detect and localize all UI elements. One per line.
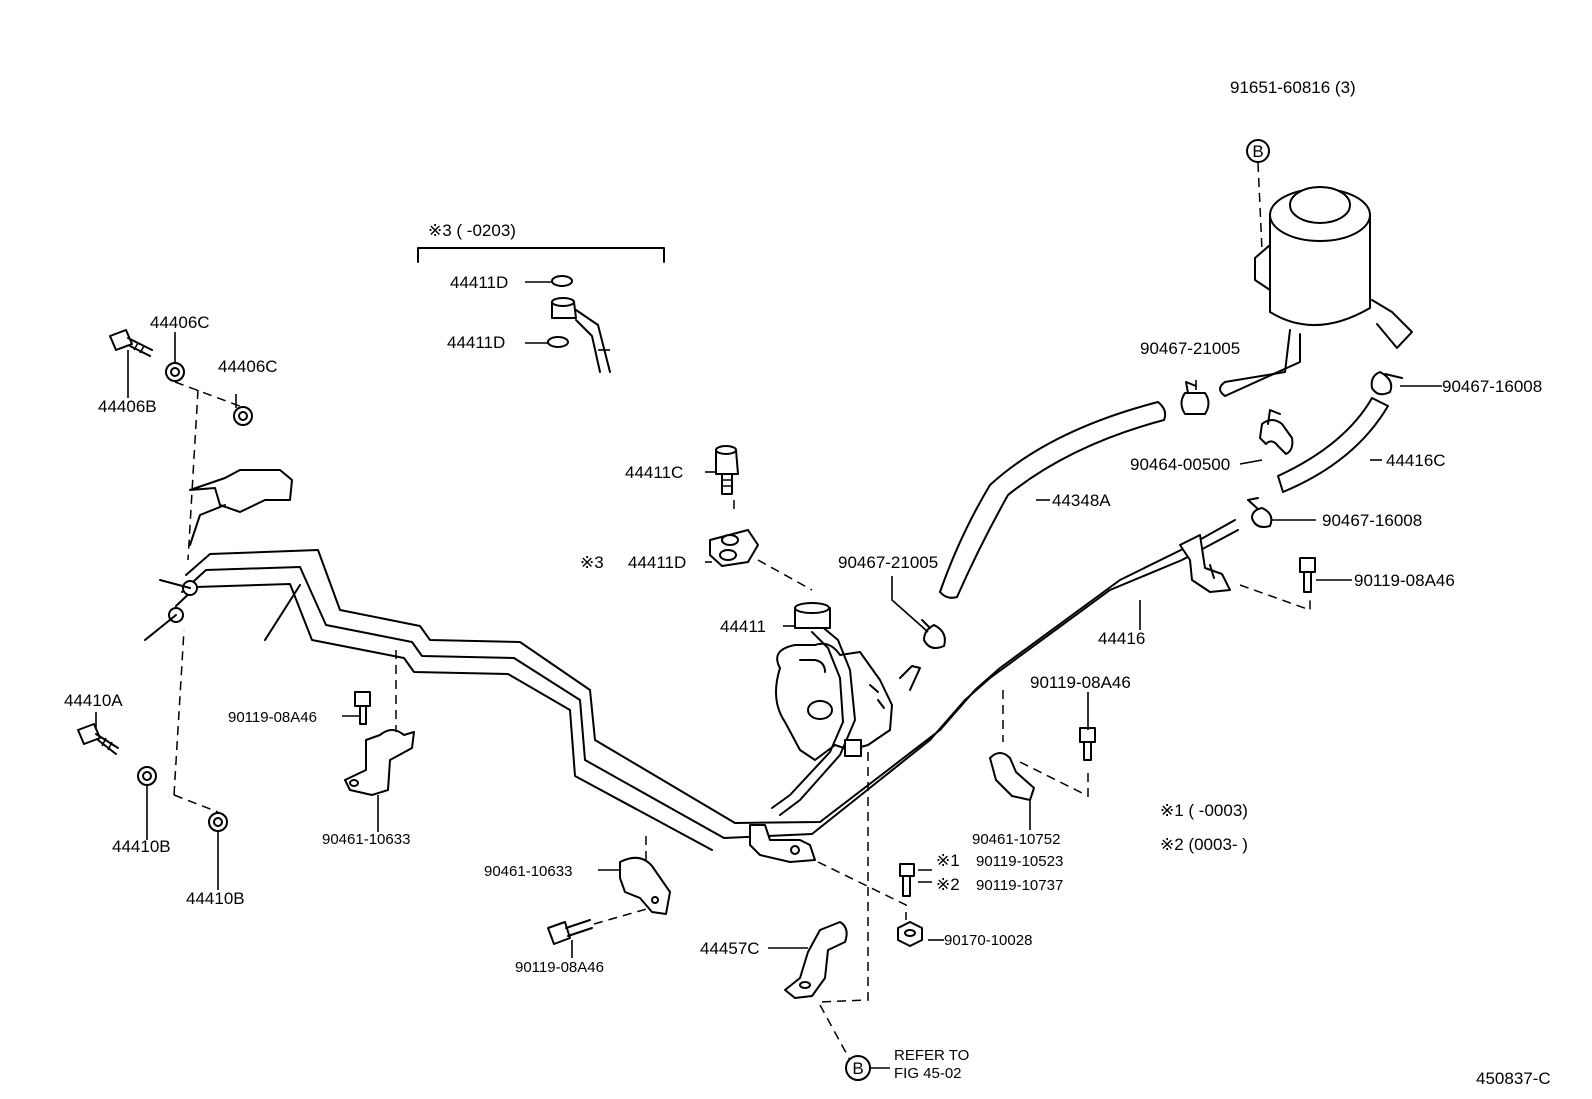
label-44411c: 44411C (625, 463, 683, 482)
label-90461-10752: 90461-10752 (972, 831, 1060, 848)
bolt-90119-08a46-right (1079, 727, 1096, 761)
label-90464-00500: 90464-00500 (1130, 455, 1230, 474)
label-44410b-2: 44410B (186, 889, 245, 908)
marker-b-bottom: B (852, 1059, 863, 1078)
clamp-90467-21005-low (921, 619, 946, 649)
label-90461-10633-left: 90461-10633 (322, 831, 410, 848)
leader-lines (95, 281, 1442, 1069)
note-2: ※2 (0003- ) (1160, 835, 1248, 854)
bolt-44410a (77, 723, 119, 755)
label-90467-16008-top: 90467-16008 (1442, 377, 1542, 396)
marker-1: ※1 (936, 851, 960, 870)
label-44457c: 44457C (700, 939, 760, 958)
label-44410a: 44410A (64, 691, 123, 710)
nut-90170-10028 (897, 921, 923, 947)
clamp-90467-16008-mid (1247, 497, 1273, 528)
pipe-fittings-left (144, 469, 301, 641)
label-90119-08a46-left: 90119-08A46 (228, 709, 317, 726)
label-90119-08a46-upper-right: 90119-08A46 (1354, 571, 1455, 590)
union-bolt-44411c (715, 445, 739, 495)
reservoir-tank (1219, 139, 1413, 397)
marker-b-top: B (1252, 142, 1263, 161)
label-44406b: 44406B (98, 397, 157, 416)
label-90467-21005-low: 90467-21005 (838, 553, 938, 572)
label-90467-21005-top: 90467-21005 (1140, 339, 1240, 358)
label-44406c-1: 44406C (150, 313, 210, 332)
label-90119-08a46-right: 90119-08A46 (1030, 673, 1131, 692)
bolt-90119-08a46-left (354, 691, 371, 725)
label-91651-60816: 91651-60816 (3) (1230, 78, 1356, 97)
label-44416: 44416 (1098, 629, 1145, 648)
hose-44348a (939, 401, 1167, 599)
clamp-90467-16008-top (1370, 371, 1403, 396)
label-44411d-main: 44411D (628, 553, 686, 572)
gasket-44411d-main (709, 529, 759, 567)
clamp-90467-21005-top (1180, 381, 1210, 415)
clip-90464-00500 (1259, 409, 1294, 455)
label-90119-10523: 90119-10523 (976, 853, 1063, 870)
label-90467-16008-mid: 90467-16008 (1322, 511, 1422, 530)
label-90119-10737: 90119-10737 (976, 877, 1063, 894)
label-44411d-inset-2: 44411D (447, 333, 505, 352)
label-44416c: 44416C (1386, 451, 1446, 470)
label-90170-10028: 90170-10028 (944, 932, 1032, 949)
label-refer-to: REFER TO (894, 1047, 969, 1064)
bracket-44457c (784, 921, 848, 999)
label-90461-10633-center: 90461-10633 (484, 863, 572, 880)
power-steering-pump (749, 624, 921, 863)
inset-bracket (417, 247, 665, 263)
label-44406c-2: 44406C (218, 357, 278, 376)
marker-2: ※2 (936, 875, 960, 894)
figure-number: 450837-C (1476, 1069, 1551, 1088)
label-90119-08a46-center: 90119-08A46 (515, 959, 604, 976)
pipe-bracket-right (1179, 534, 1231, 593)
clamp-90461-10752 (989, 752, 1035, 801)
note-1: ※1 ( -0003) (1160, 801, 1248, 820)
note-inset-3: ※3 ( -0203) (428, 221, 516, 240)
label-44411: 44411 (720, 617, 766, 636)
bolt-90119-08a46-upper-right (1299, 557, 1316, 593)
inset-parts (547, 275, 611, 373)
circle-b-top (1246, 139, 1270, 163)
label-44411d-inset-1: 44411D (450, 273, 508, 292)
bolt-44406b (109, 329, 153, 357)
label-44410b-1: 44410B (112, 837, 171, 856)
bolt-90119-08a46-center (547, 919, 593, 945)
bolt-90119-10523 (899, 863, 915, 897)
label-fig-45-02: FIG 45-02 (894, 1065, 962, 1082)
marker-3-main: ※3 (580, 553, 604, 572)
clamp-90461-10633-center (619, 856, 671, 915)
pressure-pipes (175, 519, 1239, 851)
fitting-44411 (794, 602, 831, 629)
clamp-90461-10633-left (344, 729, 415, 796)
hose-44416c (1277, 397, 1389, 493)
label-44348a: 44348A (1052, 491, 1111, 510)
